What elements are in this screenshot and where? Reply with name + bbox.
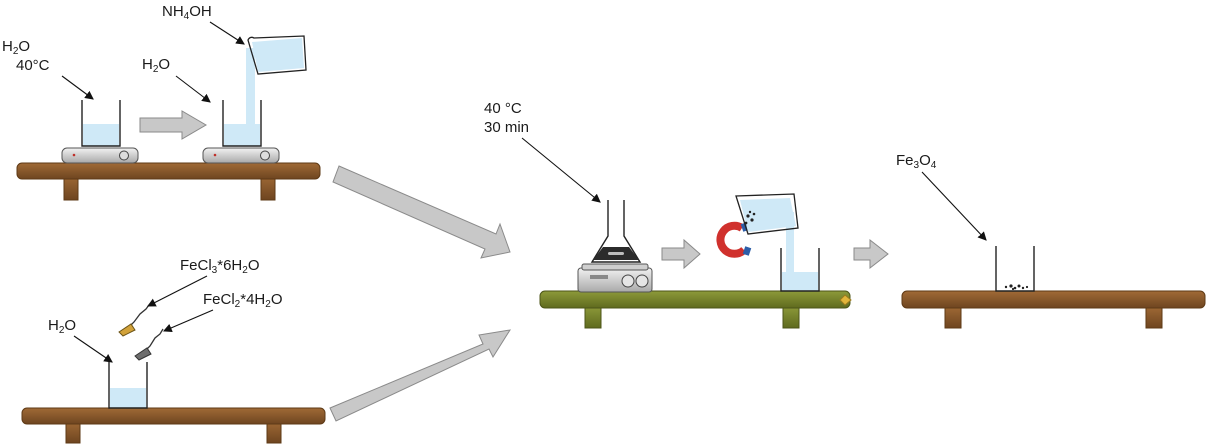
label-fecl3: FeCl3*6H2O [180, 257, 260, 276]
leader-water-temp [61, 75, 94, 100]
hot-plate-1 [61, 147, 139, 164]
spatula-fecl3 [118, 304, 150, 337]
label-condition-time: 30 min [484, 119, 530, 136]
table-center [539, 290, 852, 329]
pouring-beaker-ammonia [247, 35, 307, 75]
erlenmeyer-flask [590, 200, 642, 263]
leader-fecl2 [162, 309, 214, 333]
magnet-icon [716, 221, 752, 258]
beaker-collect [780, 248, 820, 292]
process-arrow-top-to-center [332, 165, 511, 259]
label-product: Fe3O4 [896, 152, 937, 171]
leader-water-salts [73, 335, 113, 363]
label-condition-temp: 40 °C [484, 100, 522, 117]
beaker-water-heated [81, 100, 121, 147]
label-fecl2: FeCl2*4H2O [203, 291, 283, 310]
label-water-heated-temp: 40°C [16, 57, 50, 74]
process-arrow-3 [853, 238, 889, 270]
process-arrow-1 [139, 110, 207, 140]
leader-ammonia [209, 21, 245, 45]
table-bottom-left [21, 407, 326, 444]
label-water: H2O [142, 56, 171, 75]
ammonia-pour-stream [246, 48, 255, 126]
leader-water [175, 75, 211, 103]
beaker-product [995, 246, 1035, 292]
label-water-salts: H2O [48, 317, 77, 336]
process-arrow-bottom-to-center [329, 329, 512, 422]
decant-stream [786, 212, 794, 274]
leader-conditions [521, 137, 601, 203]
leader-product [921, 171, 987, 241]
beaker-water-salts [108, 362, 148, 409]
hot-plate-2 [202, 147, 280, 164]
spatula-fecl2 [134, 328, 164, 361]
table-top-left [16, 162, 321, 201]
beaker-water [222, 100, 262, 147]
table-right [901, 290, 1206, 329]
leader-fecl3 [147, 275, 208, 307]
process-arrow-2 [661, 238, 701, 270]
stirrer-plate [577, 263, 653, 293]
pouring-beaker-decant [735, 193, 799, 235]
label-ammonia: NH4OH [162, 3, 212, 22]
leader-lines [61, 21, 987, 363]
label-water-heated: H2O [2, 38, 31, 57]
